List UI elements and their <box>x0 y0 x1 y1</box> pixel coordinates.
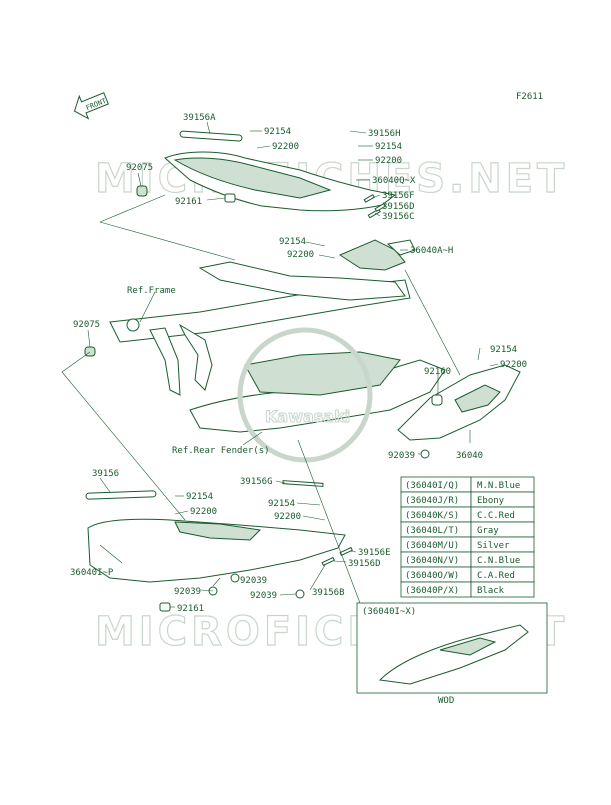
ref-rear-fender-label: Ref.Rear Fender(s) <box>172 446 270 456</box>
strip-39156A <box>179 130 243 142</box>
screw-92039-4 <box>295 589 305 599</box>
callout-92200-6: 92200 <box>274 512 301 522</box>
callout-36040: 36040 <box>456 451 483 461</box>
color-table-color: Gray <box>477 526 499 536</box>
upper-right-parts <box>338 193 416 271</box>
callout-92039-4: 92039 <box>250 591 277 601</box>
color-table-color: C.N.Blue <box>477 556 520 566</box>
callout-92154-3: 92154 <box>279 237 306 247</box>
callout-92039-3: 92039 <box>174 587 201 597</box>
color-code-table: (36040I/Q) M.N.Blue (36040J/R) Ebony (36040K… <box>400 476 535 598</box>
nut-92161-top <box>224 193 236 203</box>
callout-36040A-H: 36040A~H <box>410 246 453 256</box>
color-table-color: C.C.Red <box>477 511 515 521</box>
color-table-code: (36040K/S) <box>405 511 459 521</box>
rear-fender: Kawasaki <box>189 327 446 463</box>
callout-labels: 39156A 92154 92200 39156H 92154 92200 36… <box>70 113 527 706</box>
strip-39156 <box>85 490 157 500</box>
color-table-code: (36040P/X) <box>405 586 459 596</box>
kawasaki-logo-watermark <box>237 327 373 463</box>
callout-92200-2: 92200 <box>375 156 402 166</box>
leader-lines <box>61 121 499 608</box>
frame <box>84 261 411 396</box>
callout-92200-3: 92200 <box>287 250 314 260</box>
callout-39156C: 39156C <box>382 212 415 222</box>
color-table-code: (36040J/R) <box>405 496 459 506</box>
kawasaki-logo-text: Kawasaki <box>265 407 350 426</box>
callout-92161-1: 92161 <box>175 197 202 207</box>
callout-92160: 92160 <box>424 367 451 377</box>
callout-92154-2: 92154 <box>375 142 402 152</box>
callout-wod: WOD <box>438 696 454 706</box>
screw-92039-3 <box>230 573 240 583</box>
grommet-92075-top <box>136 185 148 197</box>
callout-92154-4: 92154 <box>490 345 517 355</box>
nut-92161-bottom <box>159 602 171 612</box>
wod-inset <box>356 602 548 694</box>
callout-92154-5: 92154 <box>186 492 213 502</box>
color-table-code: (36040I/Q) <box>405 481 459 491</box>
nut-92160 <box>431 394 443 406</box>
callout-92075-2: 92075 <box>73 320 100 330</box>
ref-frame-label: Ref.Frame <box>127 286 176 296</box>
figure-code: F2611 <box>516 92 543 102</box>
callout-92200-5: 92200 <box>190 507 217 517</box>
callout-92200-1: 92200 <box>272 142 299 152</box>
callout-39156: 39156 <box>92 469 119 479</box>
callout-39156D-1: 39156D <box>382 202 415 212</box>
front-arrow-icon: FRONT <box>73 92 109 120</box>
callout-92039-1: 92039 <box>388 451 415 461</box>
color-table-color: Silver <box>477 541 510 551</box>
color-table-color: Ebony <box>477 496 505 506</box>
callout-36040I-X: (36040I~X) <box>362 607 416 617</box>
color-table-color-cell <box>470 581 535 598</box>
callout-39156A: 39156A <box>183 113 216 123</box>
callout-39156G: 39156G <box>240 477 273 487</box>
color-table-color: M.N.Blue <box>477 481 520 491</box>
callout-39156H: 39156H <box>368 129 401 139</box>
callout-92075-1: 92075 <box>126 163 153 173</box>
callout-39156D-2: 39156D <box>348 559 381 569</box>
callout-39156F: 39156F <box>382 191 415 201</box>
color-table-code: (36040O/W) <box>405 571 459 581</box>
callout-39156B: 39156B <box>312 588 345 598</box>
callout-92154-6: 92154 <box>268 499 295 509</box>
color-table-code: (36040L/T) <box>405 526 459 536</box>
color-table-color: Black <box>477 586 505 596</box>
color-table-color: C.A.Red <box>477 571 515 581</box>
screw-92039-1 <box>420 449 430 459</box>
callout-36040I-P: 36040I~P <box>70 568 114 578</box>
callout-92154-1: 92154 <box>264 127 291 137</box>
callout-36040Q-X: 36040Q~X <box>372 176 416 186</box>
side-cover-36040 <box>397 364 521 459</box>
color-table-code: (36040M/U) <box>405 541 459 551</box>
callout-92200-4: 92200 <box>500 360 527 370</box>
callout-39156E: 39156E <box>358 548 391 558</box>
callout-92039-2: 92039 <box>240 576 267 586</box>
upper-seat-cover <box>136 130 397 212</box>
callout-92161-2: 92161 <box>177 604 204 614</box>
color-table-code: (36040N/V) <box>405 556 459 566</box>
